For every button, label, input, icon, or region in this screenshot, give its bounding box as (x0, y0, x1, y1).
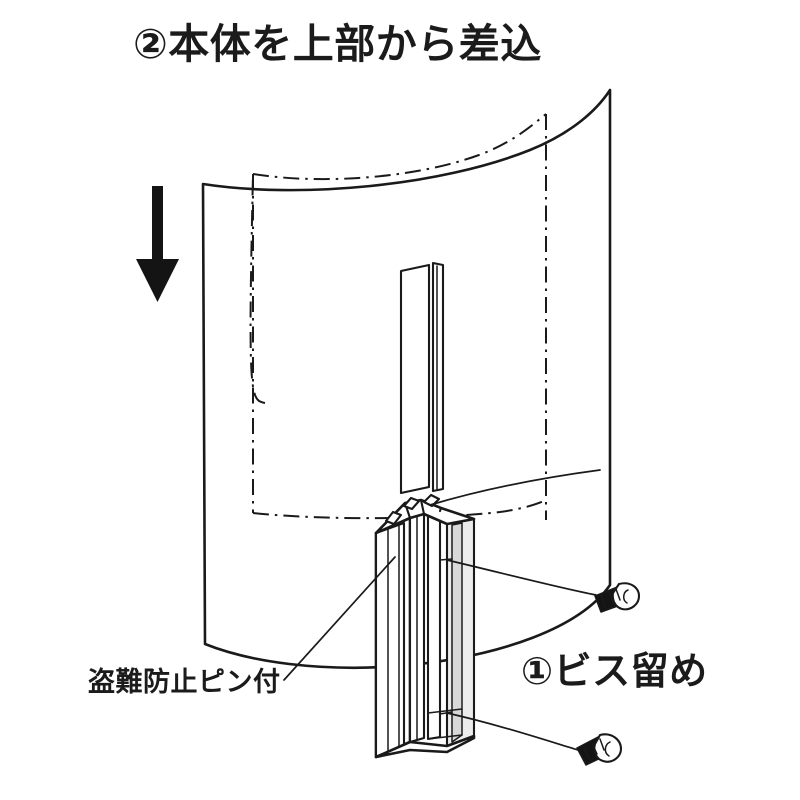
hidden-panel-outline-group (249, 113, 547, 520)
screw-upper-thread-1 (600, 594, 606, 607)
leader-lines-group (283, 469, 601, 751)
screw-upper-thread-3 (615, 588, 621, 601)
mounting-post-group (374, 493, 476, 759)
arrow-shaft (152, 186, 163, 261)
step-one-caption: ①ビス留め (521, 649, 708, 693)
post-bottom-inner-1 (427, 708, 463, 714)
post-bottom-face (374, 734, 476, 759)
screw-lower-thread-3 (599, 738, 605, 751)
screw-lower-head (593, 733, 623, 763)
anti-theft-pin-tab-left (384, 510, 403, 526)
down-arrow-icon (136, 186, 179, 302)
screw-lower-slot (604, 741, 611, 757)
anti-theft-pin-tab-mid (402, 496, 421, 511)
screw-lower-group (576, 733, 623, 766)
leader-to-screw-upper (446, 559, 597, 596)
screw-lower-thread-1 (583, 747, 590, 760)
anti-theft-pin-caption: 盗難防止ピン付 (88, 667, 281, 698)
screw-upper-group (594, 582, 641, 613)
leader-to-anti-theft-pin (283, 556, 396, 681)
post-screw-hole-lower (439, 711, 453, 715)
post-left-face (374, 521, 406, 759)
arrow-head (136, 259, 179, 302)
post-bottom-inner-2 (427, 734, 463, 740)
panel-receiving-slot-group (399, 261, 445, 495)
screw-upper-thread-2 (608, 591, 614, 604)
hidden-outline-lower-edge (252, 499, 547, 520)
post-top-cap-ridge3 (438, 506, 443, 513)
screw-upper-slot (623, 589, 629, 604)
screw-lower-thread-2 (591, 742, 598, 755)
hidden-outline-top-edge (249, 173, 266, 404)
post-top-cap-ridge2 (419, 498, 426, 516)
slot-left-face (399, 263, 431, 495)
post-inner-rib (426, 509, 442, 741)
leader-to-screw-lower (446, 712, 579, 751)
hidden-outline-left-edge (252, 113, 547, 181)
page-title: ②本体を上部から差込 (133, 20, 542, 68)
slot-right-rib (431, 261, 445, 493)
screw-upper-head (611, 582, 641, 611)
post-screw-hole-upper (439, 558, 453, 561)
slot-bottom-edge (400, 486, 430, 494)
leader-post-to-panel-top (429, 469, 601, 506)
